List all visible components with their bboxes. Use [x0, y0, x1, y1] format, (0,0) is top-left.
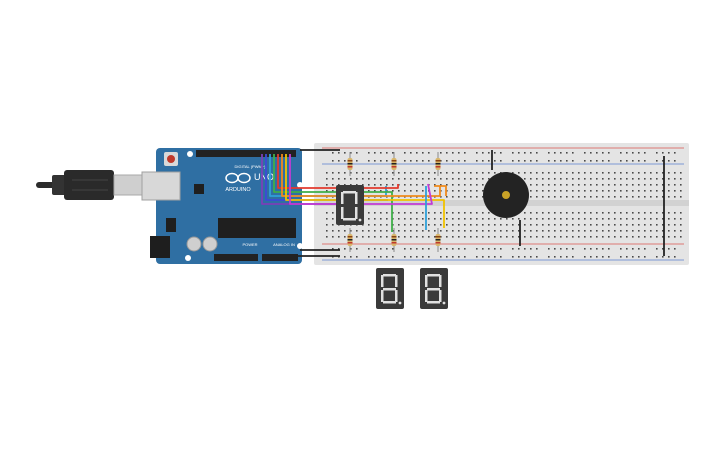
resistor[interactable]: [391, 152, 397, 176]
seven-segment-display-3[interactable]: [420, 268, 448, 309]
usb-plug-icon: [64, 170, 114, 200]
wire[interactable]: [273, 154, 393, 232]
infinity-logo-icon: [225, 172, 251, 184]
breadboard[interactable]: [314, 143, 689, 265]
arduino-brand: ARDUINO: [225, 187, 251, 193]
arduino-model: UNO: [254, 172, 274, 182]
analog-label: ANALOG IN: [273, 242, 295, 247]
seven-segment-display-2[interactable]: [376, 268, 404, 309]
piezo-buzzer-icon[interactable]: [483, 172, 529, 218]
power-jack: [150, 236, 170, 258]
power-label: POWER: [242, 242, 257, 247]
wire[interactable]: [434, 185, 447, 196]
resistor[interactable]: [347, 228, 353, 252]
resistor[interactable]: [435, 152, 441, 176]
usb-port: [141, 171, 181, 201]
digital-header[interactable]: [196, 150, 296, 157]
wire[interactable]: [285, 154, 445, 228]
atmega-chip: [218, 218, 296, 238]
resistors[interactable]: [347, 152, 441, 252]
resistor[interactable]: [435, 228, 441, 252]
usb-cable[interactable]: [36, 170, 143, 200]
resistor[interactable]: [347, 152, 353, 176]
seven-segment-display-1[interactable]: [336, 185, 364, 225]
power-header[interactable]: [214, 254, 258, 261]
wires[interactable]: [261, 149, 665, 257]
analog-header[interactable]: [262, 254, 298, 261]
resistor[interactable]: [391, 228, 397, 252]
digital-label: DIGITAL (PWM~): [235, 164, 267, 169]
